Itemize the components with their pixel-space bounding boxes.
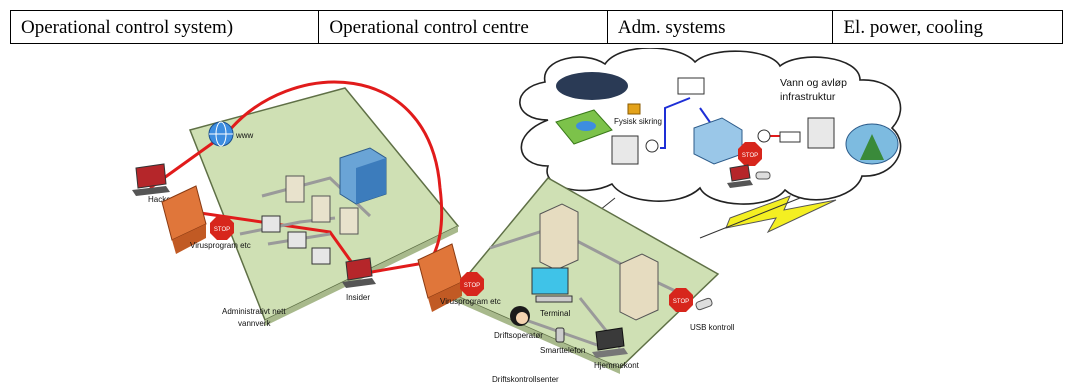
header-cell-adm-systems: Adm. systems (608, 11, 834, 43)
cloud-title-line1: Vann og avløp (780, 77, 847, 89)
home-office-label: Hjemmekont (594, 361, 640, 370)
operator-label: Driftsoperatør (494, 331, 543, 340)
header-table: Operational control system) Operational … (10, 10, 1063, 44)
stop-sign-icon: STOP (460, 272, 484, 296)
cloud-title-line2: infrastruktur (780, 91, 836, 103)
smartphone-icon (555, 327, 565, 343)
cloud-usb-icon (755, 171, 771, 180)
valve-icon (779, 131, 801, 143)
stop-sign-icon: STOP (210, 216, 234, 240)
lake-landscape-icon (845, 123, 899, 165)
www-label: www (235, 131, 254, 140)
svg-text:STOP: STOP (742, 153, 758, 159)
wireless-lightning-icon (725, 195, 837, 234)
home-laptop-icon (592, 327, 628, 358)
insider-label: Insider (346, 293, 370, 302)
reservoir-terrain-icon (555, 109, 613, 145)
admin-workstation-icons (261, 215, 331, 265)
stop-sign-icon: STOP (669, 288, 693, 312)
physical-security-label: Fysisk sikring (614, 117, 662, 126)
header-cell-operational-control-system: Operational control system) (11, 11, 320, 43)
office-building-icon (339, 147, 387, 205)
firewall-icon-left (161, 185, 207, 254)
pump-icon (757, 129, 771, 143)
insider-laptop-icon (342, 257, 376, 288)
padlock-icon (627, 103, 641, 115)
hacker-label: Hacker (148, 195, 174, 204)
virus-label-right: Virusprogram etc (440, 297, 501, 306)
control-cabinet-icon (611, 135, 659, 165)
hacker-laptop-icon (132, 163, 170, 196)
terminal-label: Terminal (540, 309, 570, 318)
smartphone-label: Smarttelefon (540, 346, 585, 355)
stop-sign-icon: STOP (738, 142, 762, 166)
network-diagram: www Hacker STOP Virusprogram etc Insider… (132, 48, 902, 384)
internet-globe-icon (208, 121, 234, 147)
cloud-cabinet-icon (807, 117, 835, 149)
terminal-icon (531, 267, 573, 303)
svg-text:STOP: STOP (214, 227, 230, 233)
control-centre-label: Driftskontrollsenter (492, 375, 559, 384)
storm-cloud-icon (556, 72, 628, 100)
svg-text:STOP: STOP (673, 299, 689, 305)
water-tank-icon (677, 77, 705, 95)
header-cell-operational-control-centre: Operational control centre (319, 11, 608, 43)
admin-net-label-line2: vannverk (238, 319, 271, 328)
admin-net-label-line1: Administrativt nett (222, 307, 286, 316)
control-server-icon (539, 203, 659, 321)
cloud-laptop-icon (727, 164, 753, 188)
svg-text:STOP: STOP (464, 283, 480, 289)
header-cell-el-power-cooling: El. power, cooling (843, 17, 984, 38)
usb-stick-icon (695, 297, 713, 311)
usb-label: USB kontroll (690, 323, 735, 332)
operator-avatar-icon (510, 306, 530, 326)
firewall-icon-right (417, 243, 463, 312)
virus-label-left: Virusprogram etc (190, 241, 251, 250)
cloud-connector-line (699, 197, 801, 239)
admin-server-icons (285, 175, 359, 235)
